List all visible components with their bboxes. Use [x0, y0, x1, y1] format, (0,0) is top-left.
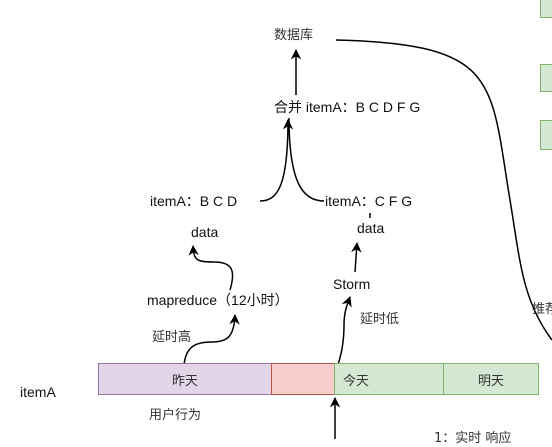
footnote-label: 1：实时 响应 — [434, 431, 512, 446]
data-left-label: data — [191, 224, 219, 240]
timeline-tomorrow-label: 明天 — [477, 373, 504, 389]
arrow-today-to-storm — [335, 296, 352, 371]
arrow-right-item-to-merge — [288, 117, 325, 202]
arrow-yesterday-to-mapreduce — [183, 313, 240, 366]
merge-label: 合并 itemA：B C D F G — [274, 99, 420, 115]
arrow-storm-to-data — [351, 241, 362, 273]
green-box-lower — [540, 120, 552, 150]
green-box-middle — [540, 64, 552, 92]
timeline-now-window — [271, 363, 335, 395]
database-label: 数据库 — [274, 28, 314, 43]
green-box-top — [540, 0, 552, 18]
latency-low-label: 延时低 — [360, 312, 400, 327]
timeline-yesterday: 昨天 — [98, 363, 272, 395]
arrow-database-to-recommend — [335, 39, 552, 341]
timeline-today: 今天 — [334, 363, 444, 395]
arrow-left-item-to-merge — [259, 118, 294, 202]
recommend-label: 推荐 — [532, 302, 552, 317]
latency-high-label: 延时高 — [152, 330, 192, 345]
item-a-right-label: itemA：C F G — [325, 193, 413, 209]
user-behavior-label: 用户行为 — [149, 408, 202, 423]
merge-text: 合并 itemA：B C D F G — [274, 99, 421, 115]
timeline-yesterday-label: 昨天 — [171, 373, 198, 389]
timeline-tomorrow: 明天 — [443, 363, 539, 395]
arrow-mapreduce-to-data — [188, 244, 234, 291]
item-a-label: itemA — [20, 384, 56, 400]
item-a-left-label: itemA：B C D — [150, 193, 238, 209]
timeline-today-label: 今天 — [343, 373, 370, 389]
mapreduce-label: mapreduce（12小时） — [147, 292, 289, 308]
data-right-label: data — [357, 220, 385, 236]
storm-label: Storm — [333, 276, 371, 292]
